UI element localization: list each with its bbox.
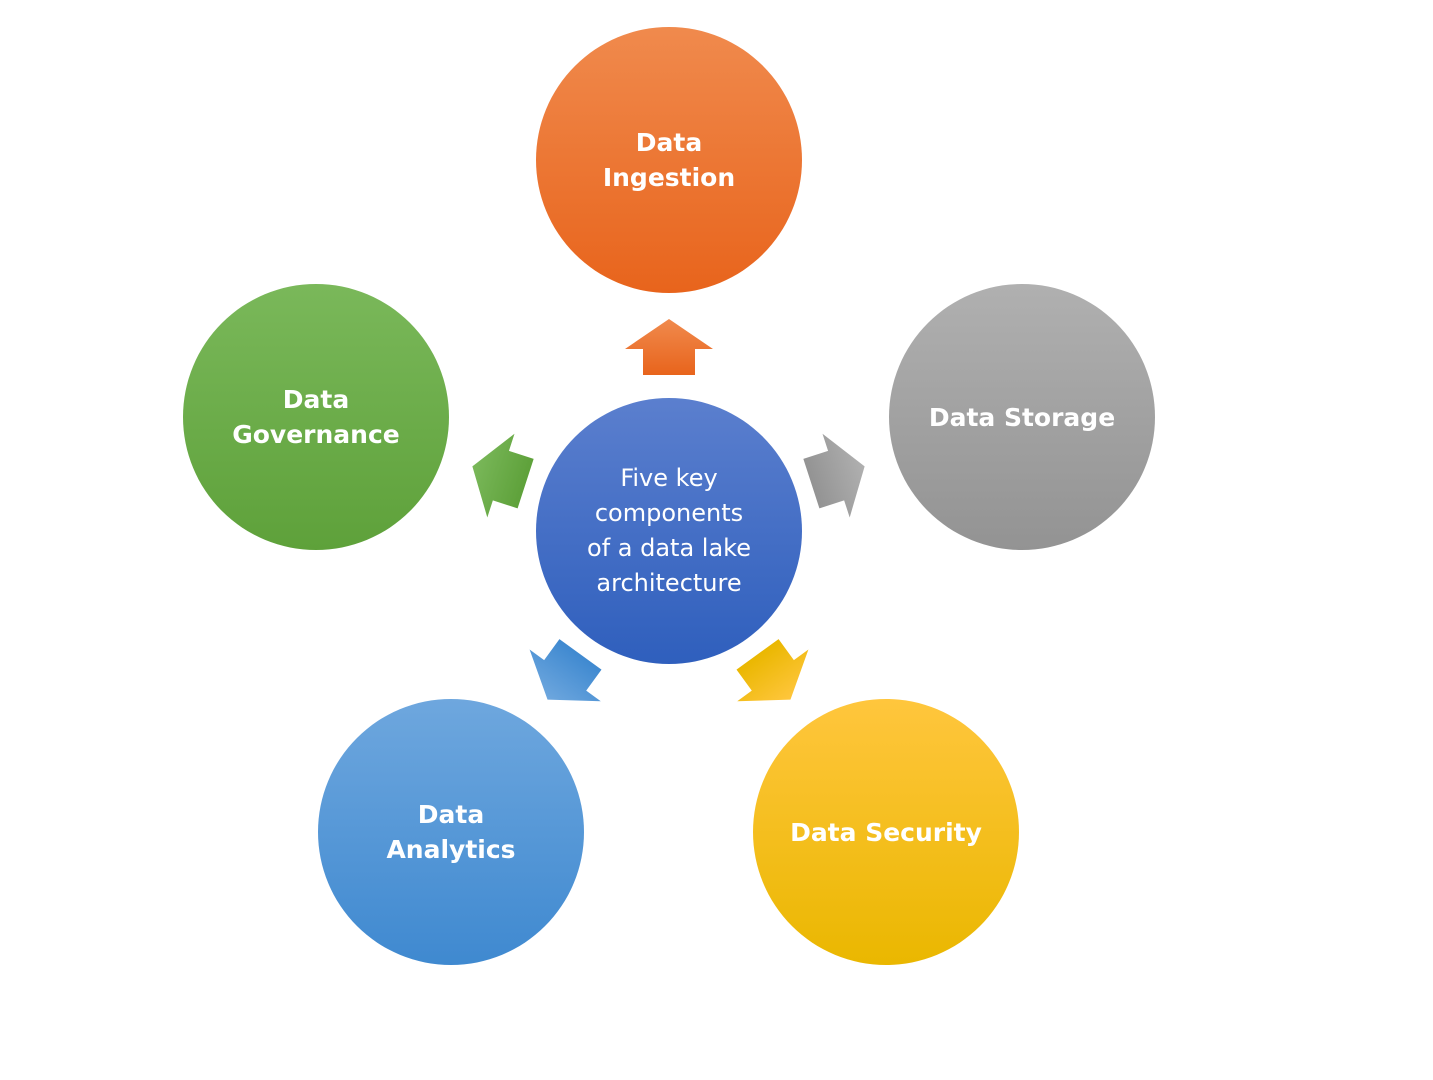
component-data-analytics: Data Analytics: [318, 699, 584, 965]
component-label: Data Analytics: [386, 800, 516, 864]
component-label: Data Governance: [232, 385, 400, 449]
component-label: Data Ingestion: [602, 128, 736, 192]
arrow-to-security-icon: [736, 639, 809, 702]
component-label: Data Storage: [928, 402, 1116, 432]
component-data-ingestion: Data Ingestion: [536, 27, 802, 293]
arrow-to-governance-icon: [472, 433, 534, 518]
component-label: Data Security: [790, 817, 982, 847]
center-topic: Five key components of a data lake archi…: [536, 398, 802, 664]
arrow-to-analytics-icon: [529, 639, 602, 702]
component-data-security: Data Security: [753, 699, 1019, 965]
component-data-storage: Data Storage: [889, 284, 1155, 550]
component-data-governance: Data Governance: [183, 284, 449, 550]
center-label: Five key components of a data lake archi…: [587, 464, 751, 597]
arrow-to-storage-icon: [803, 433, 865, 518]
arrow-to-ingestion-icon: [625, 319, 713, 375]
